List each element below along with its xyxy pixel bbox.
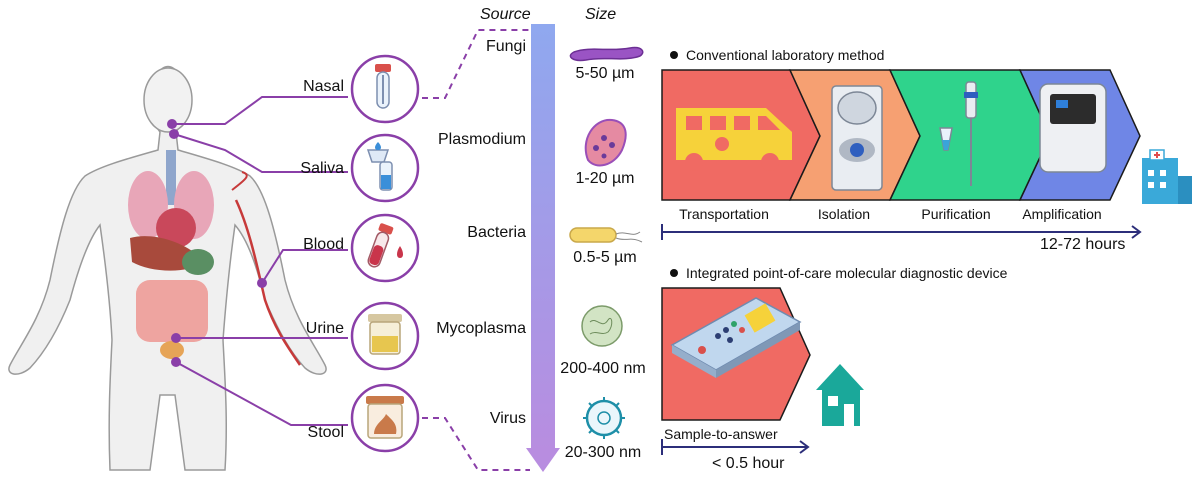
sample-connectors <box>172 96 348 426</box>
saliva-collection-tube-icon <box>366 142 393 191</box>
microfluidic-chip-icon <box>670 297 802 378</box>
pathogen-name-bacteria: Bacteria <box>467 224 526 241</box>
pathogen-name-fungi: Fungi <box>485 38 526 55</box>
bullet-icon <box>670 269 678 278</box>
dashed-bracket <box>422 29 530 471</box>
pathogen-name-plasmodium: Plasmodium <box>437 131 526 148</box>
conventional-timeline <box>661 224 1142 240</box>
size-label-fungi: 5-50 µm <box>575 65 635 82</box>
conventional-title-text: Conventional laboratory method <box>686 47 885 63</box>
hospital-icon <box>1142 149 1192 204</box>
source-header: Source <box>480 6 531 23</box>
size-label-plasmodium: 1-20 µm <box>575 170 635 187</box>
step-label-transportation: Transportation <box>679 206 769 222</box>
conventional-title: Conventional laboratory method <box>670 47 884 63</box>
sample-connector-dots <box>167 119 267 367</box>
van-icon <box>676 108 792 171</box>
poc-time: < 0.5 hour <box>712 455 785 472</box>
sample-label-blood: Blood <box>303 236 344 253</box>
pcr-machine-icon <box>1039 83 1107 173</box>
pathogen-name-mycoplasma: Mycoplasma <box>436 320 526 337</box>
sample-label-saliva: Saliva <box>300 160 344 177</box>
bacteria-rod-icon <box>569 227 643 243</box>
conventional-time: 12-72 hours <box>1040 236 1126 253</box>
poc-title-text: Integrated point-of-care molecular diagn… <box>686 265 1008 281</box>
blood-tube-icon <box>367 223 403 268</box>
step-label-purification: Purification <box>921 206 991 222</box>
poc-title: Integrated point-of-care molecular diagn… <box>670 265 1007 281</box>
step-label-isolation: Isolation <box>817 206 871 222</box>
sample-label-urine: Urine <box>305 320 344 337</box>
size-label-mycoplasma: 200-400 nm <box>560 360 646 377</box>
size-header: Size <box>585 6 617 23</box>
size-label-virus: 20-300 nm <box>564 444 642 461</box>
sample-circles <box>350 54 420 453</box>
step-label-amplification: Amplification <box>1022 206 1102 222</box>
centrifuge-icon <box>831 85 883 191</box>
poc-step-label: Sample-to-answer <box>664 426 778 442</box>
pipette-icon <box>939 81 978 186</box>
poc-timeline <box>661 439 810 455</box>
bullet-icon <box>670 51 678 60</box>
nasal-swab-tube-icon <box>375 64 391 109</box>
stool-cup-icon <box>366 396 404 439</box>
home-icon <box>816 364 864 426</box>
human-body-illustration <box>8 65 327 471</box>
pathogen-name-virus: Virus <box>489 410 526 427</box>
fungi-hypha-icon <box>569 46 644 62</box>
virus-particle-icon <box>583 397 625 439</box>
mycoplasma-cell-icon <box>581 305 623 347</box>
size-label-bacteria: 0.5-5 µm <box>573 249 637 266</box>
sample-label-nasal: Nasal <box>303 78 344 95</box>
urine-cup-icon <box>368 314 402 355</box>
plasmodium-cell-icon <box>584 118 627 167</box>
sample-label-stool: Stool <box>307 424 344 441</box>
size-gradient-arrow <box>526 24 560 472</box>
